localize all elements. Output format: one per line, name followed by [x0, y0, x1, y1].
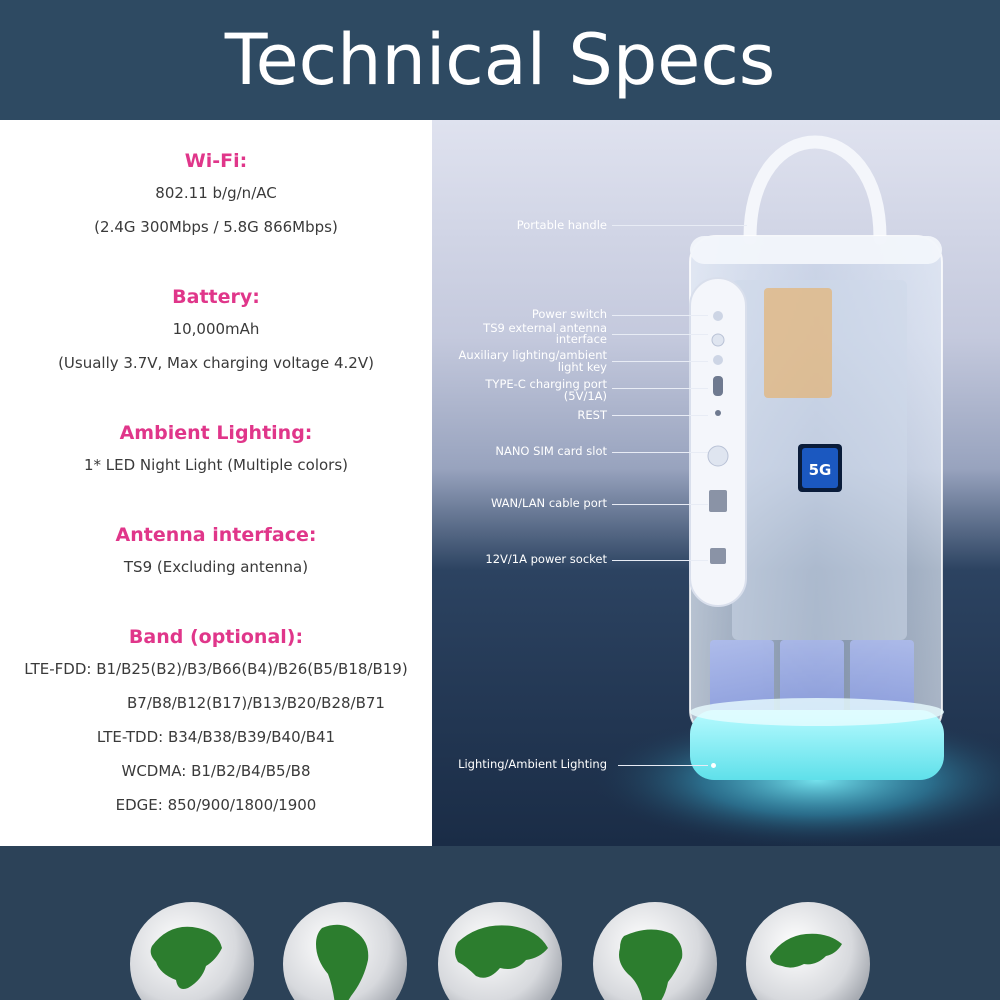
spec-battery-capacity: 10,000mAh	[172, 320, 260, 338]
callout-line-lighting	[618, 765, 708, 766]
spec-band-lte-fdd: LTE-FDD: B1/B25(B2)/B3/B66(B4)/B26(B5/B1…	[24, 660, 408, 678]
callout-ts9-line2: interface	[555, 332, 607, 346]
power-socket-port	[710, 548, 726, 564]
spec-ambient-led: 1* LED Night Light (Multiple colors)	[83, 456, 349, 474]
header-banner: Technical Specs	[0, 0, 1000, 120]
spec-band-lte-fdd-cont: B7/B8/B12(B17)/B13/B20/B28/B71	[127, 694, 385, 712]
spec-title-ambient: Ambient Lighting:	[119, 422, 313, 444]
callout-typec-line2: (5V/1A)	[563, 389, 607, 403]
battery-cells	[710, 640, 914, 712]
typec-port	[713, 376, 723, 396]
callout-power-socket: 12V/1A power socket	[485, 552, 607, 566]
specs-panel: Wi-Fi: 802.11 b/g/n/AC (2.4G 300Mbps / 5…	[0, 120, 432, 846]
light-base	[690, 710, 944, 780]
board-chip	[764, 288, 832, 398]
callout-line-sim	[612, 452, 708, 453]
spec-antenna-type: TS9 (Excluding antenna)	[123, 558, 309, 576]
callout-line-handle	[612, 225, 747, 226]
side-panel	[689, 277, 747, 607]
callout-sim: NANO SIM card slot	[495, 444, 607, 458]
callout-line-socket	[612, 560, 708, 561]
globe-south-america	[283, 902, 407, 1000]
callout-dot-lighting	[711, 763, 716, 768]
callout-line-ts9	[612, 334, 708, 335]
callout-rest: REST	[577, 408, 607, 422]
spec-band-lte-tdd: LTE-TDD: B34/B38/B39/B40/B41	[96, 728, 336, 746]
callout-typec-line1: TYPE-C charging port	[485, 377, 607, 391]
callout-aux-line2: light key	[557, 360, 607, 374]
5g-badge: 5G	[809, 461, 832, 479]
globe-africa	[593, 902, 717, 1000]
spec-band-wcdma: WCDMA: B1/B2/B4/B5/B8	[121, 762, 311, 780]
globes-strip	[0, 846, 1000, 1000]
callout-line-wan	[612, 504, 708, 505]
device-illustration: 5G	[587, 135, 1000, 846]
spec-title-wifi: Wi-Fi:	[184, 150, 248, 172]
product-diagram: 5G Portable handle Power switch TS9 exte…	[432, 120, 1000, 846]
globe-eurasia	[438, 902, 562, 1000]
handle	[743, 135, 887, 245]
callout-line-typec	[612, 388, 708, 389]
callout-line-aux	[612, 361, 708, 362]
spec-wifi-speed: (2.4G 300Mbps / 5.8G 866Mbps)	[94, 218, 338, 236]
spec-title-battery: Battery:	[172, 286, 260, 308]
sim-slot	[707, 445, 729, 467]
callout-line-power	[612, 315, 708, 316]
top-cap	[690, 236, 942, 264]
globe-europe	[746, 902, 870, 1000]
aux-light-key	[713, 355, 723, 365]
callout-power-switch: Power switch	[531, 307, 607, 321]
spec-title-antenna: Antenna interface:	[115, 524, 317, 546]
wan-port	[709, 490, 727, 512]
spec-title-band: Band (optional):	[128, 626, 304, 648]
power-switch-button	[713, 311, 723, 321]
callout-aux-line1: Auxiliary lighting/ambient	[458, 348, 607, 362]
page-title: Technical Specs	[224, 19, 776, 101]
spec-wifi-standard: 802.11 b/g/n/AC	[155, 184, 277, 202]
callout-line-rest	[612, 415, 708, 416]
spec-band-edge: EDGE: 850/900/1800/1900	[115, 796, 317, 814]
callout-ts9-line1: TS9 external antenna	[483, 321, 607, 335]
callout-wan: WAN/LAN cable port	[490, 496, 607, 510]
spec-battery-voltage: (Usually 3.7V, Max charging voltage 4.2V…	[58, 354, 374, 372]
ts9-connector	[711, 333, 725, 347]
callout-lighting: Lighting/Ambient Lighting	[458, 757, 607, 771]
globe-north-america	[130, 902, 254, 1000]
callout-portable-handle: Portable handle	[516, 218, 607, 232]
rest-button	[715, 410, 721, 416]
